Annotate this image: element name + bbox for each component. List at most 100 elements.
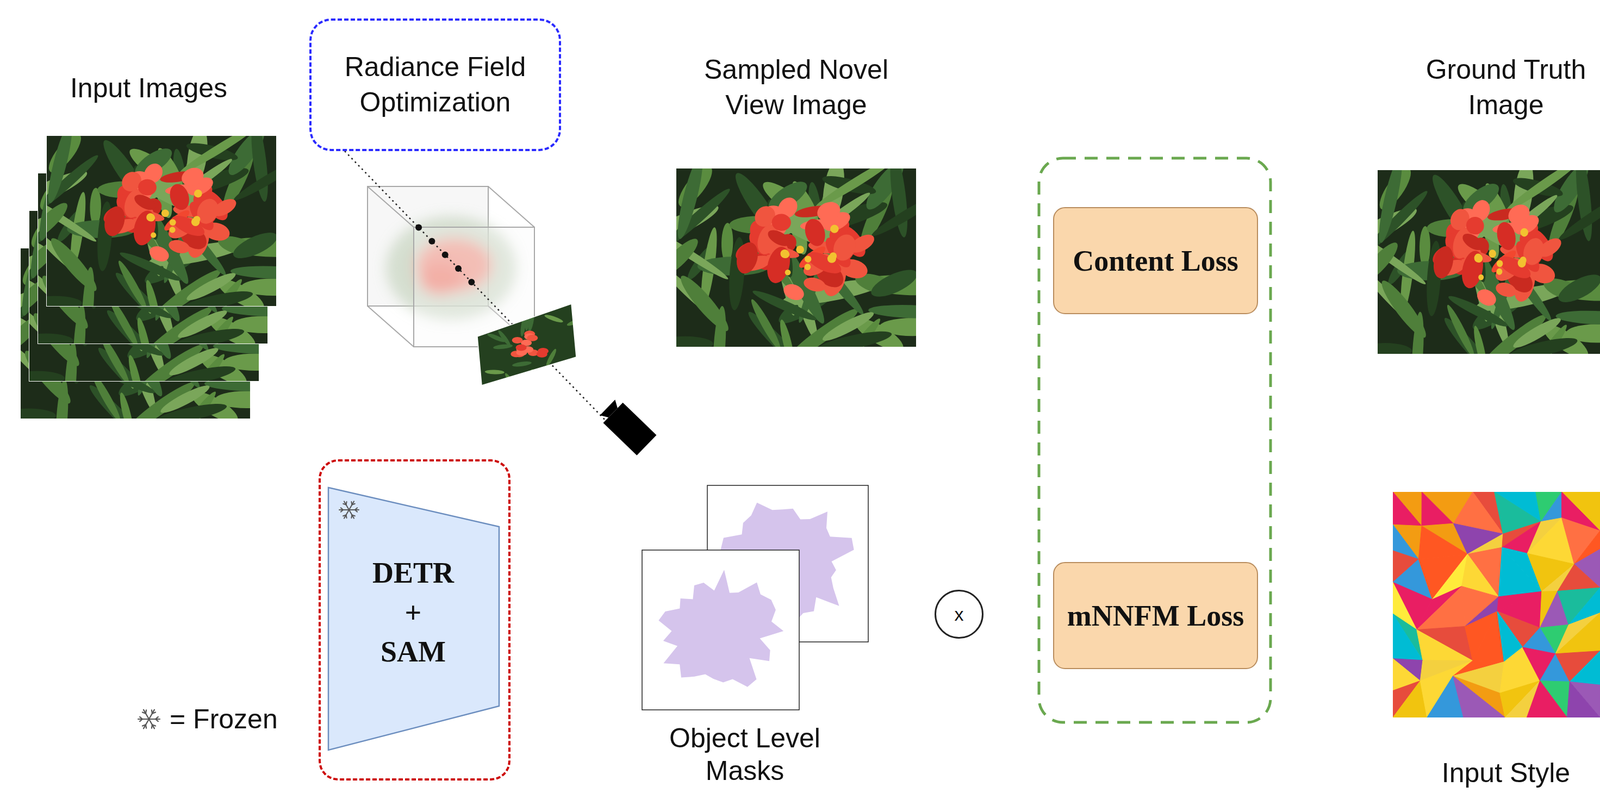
leaf xyxy=(868,303,917,321)
petal xyxy=(801,216,829,249)
legend-text: = Frozen xyxy=(169,703,278,736)
style-facet xyxy=(1540,492,1562,522)
flower-centre xyxy=(1520,228,1529,238)
leaf xyxy=(231,154,277,205)
leaf xyxy=(1555,309,1600,326)
thumbnail-petal xyxy=(512,337,524,344)
node-heading: Input Images xyxy=(34,70,264,107)
loss-box: Content Loss xyxy=(1053,207,1259,315)
leaf xyxy=(676,168,708,241)
thumbnail-leaf xyxy=(512,360,533,368)
flower-centre xyxy=(191,218,200,227)
leaf xyxy=(154,400,229,419)
thumbnail-leaf xyxy=(530,368,551,379)
petal xyxy=(137,178,158,197)
flower-centre xyxy=(146,213,155,222)
flower-photo xyxy=(46,135,277,307)
leaf xyxy=(676,227,731,283)
mask-panel: Object Level Masks xyxy=(642,485,869,711)
leaf xyxy=(816,327,894,347)
leaf xyxy=(1377,238,1403,287)
thumbnail-leaf xyxy=(469,300,488,315)
style-facet xyxy=(1535,492,1562,522)
flower-centre xyxy=(804,263,812,271)
petal xyxy=(1505,201,1533,228)
leaf xyxy=(229,227,277,264)
leaf xyxy=(230,264,277,280)
leaf xyxy=(46,233,102,296)
leaf xyxy=(869,188,917,240)
snowflake-icon xyxy=(339,501,359,519)
loss-group-outline xyxy=(1038,158,1271,723)
multiply-node: x xyxy=(934,589,984,639)
snowflake-branch xyxy=(151,724,153,728)
snowflake-branch xyxy=(139,717,143,720)
leaf xyxy=(1507,333,1579,354)
style-facet xyxy=(1416,586,1466,631)
flower-centre xyxy=(827,254,837,264)
snowflake-branch xyxy=(351,514,352,519)
style-image: Input Style xyxy=(1392,492,1600,718)
snowflake-arm xyxy=(138,718,149,720)
loss-box: mNNFM Loss xyxy=(1053,562,1259,670)
node-heading: Ground Truth Image xyxy=(1408,52,1600,123)
style-facet xyxy=(1392,492,1422,527)
leaf xyxy=(1443,302,1478,354)
flower-centre xyxy=(781,250,790,259)
snowflake-arm xyxy=(349,509,359,511)
petal xyxy=(146,243,172,265)
thumbnail-petal xyxy=(526,334,538,342)
leaf xyxy=(777,318,797,347)
flower-centre xyxy=(169,219,177,226)
snowflake-branch xyxy=(155,719,159,722)
flower-centre xyxy=(169,226,176,233)
mask-frame xyxy=(642,550,800,711)
mask-shape xyxy=(658,569,784,688)
flower-centre xyxy=(795,245,805,254)
flower-photo xyxy=(1377,170,1600,354)
style-facet xyxy=(1392,492,1422,527)
leaf xyxy=(181,287,255,307)
flower-centre xyxy=(1478,274,1484,281)
leaf xyxy=(1471,324,1490,354)
flower-centre xyxy=(147,214,156,222)
legend-swatch xyxy=(132,702,166,736)
ray-sample-dot xyxy=(428,238,435,245)
thumbnail-frame xyxy=(477,303,577,386)
leaf xyxy=(46,192,99,245)
petal xyxy=(101,203,128,239)
snowflake-branch xyxy=(343,514,346,516)
style-facet xyxy=(1555,613,1600,655)
petal xyxy=(1430,243,1456,281)
flower-centre xyxy=(1496,268,1503,276)
leaf xyxy=(867,264,917,303)
flower-centre xyxy=(194,189,203,198)
petal xyxy=(814,198,844,224)
ray-sample-dot xyxy=(455,265,462,272)
mask-drawing xyxy=(642,485,869,711)
cube-edge xyxy=(367,306,414,347)
snowflake-branch xyxy=(152,712,156,714)
style-facet xyxy=(1453,676,1506,718)
petal xyxy=(167,238,192,256)
petal xyxy=(166,181,193,213)
low-poly-style-image xyxy=(1392,492,1600,718)
image-panel: Ground Truth Image xyxy=(1377,170,1600,354)
cube-edge xyxy=(488,186,535,228)
petal xyxy=(1474,286,1499,310)
leaf xyxy=(143,278,163,307)
style-facet xyxy=(1421,492,1454,527)
style-facet xyxy=(1453,676,1506,718)
ray-sample-dot xyxy=(468,278,475,286)
flower-centre xyxy=(1474,253,1483,263)
flower-centre xyxy=(161,209,170,217)
snowflake-arm xyxy=(143,719,149,729)
node-heading: Sampled Novel View Image xyxy=(693,52,900,123)
camera-ray xyxy=(344,151,610,426)
node-label: mNNFM Loss xyxy=(1067,599,1244,633)
snowflake-branch xyxy=(346,501,347,506)
dashed-title-box: Radiance Field Optimization xyxy=(309,18,562,152)
rendered-view-thumbnail xyxy=(469,300,587,391)
petal xyxy=(1458,248,1487,291)
